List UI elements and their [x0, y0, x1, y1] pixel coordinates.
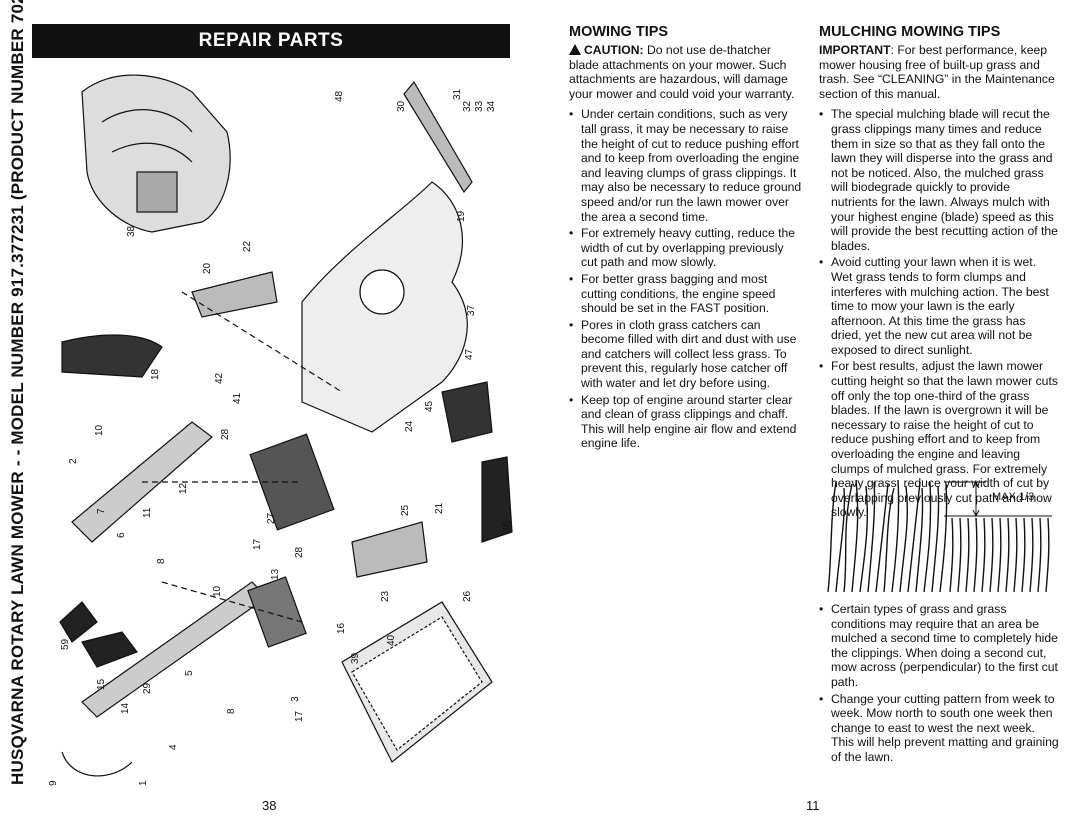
svg-text:39: 39: [350, 652, 361, 664]
mowing-tips-section: MOWING TIPS CAUTION: Do not use de-thatc…: [569, 24, 803, 453]
svg-text:4: 4: [168, 744, 179, 750]
list-item: Keep top of engine around starter clear …: [569, 393, 803, 451]
part-number-labels: 48 30 31 32 33 34 38 19 20 22 37 47 18 4…: [48, 88, 513, 786]
svg-text:20: 20: [202, 262, 213, 274]
model-title: HUSQVARNA ROTARY LAWN MOWER - - MODEL NU…: [8, 0, 27, 785]
svg-text:3: 3: [290, 696, 301, 702]
list-item: Pores in cloth grass catchers can become…: [569, 318, 803, 391]
svg-text:34: 34: [486, 100, 497, 112]
warning-icon: [569, 44, 581, 55]
svg-text:18: 18: [150, 368, 161, 380]
svg-text:16: 16: [336, 622, 347, 634]
list-item: For best results, adjust the lawn mower …: [819, 359, 1059, 520]
mulching-tips-continued: Certain types of grass and grass conditi…: [819, 602, 1059, 767]
svg-text:28: 28: [220, 428, 231, 440]
svg-text:13: 13: [270, 568, 281, 580]
svg-text:38: 38: [126, 225, 137, 237]
svg-text:42: 42: [214, 372, 225, 384]
svg-text:27: 27: [266, 512, 277, 524]
mowing-tips-heading: MOWING TIPS: [569, 24, 669, 40]
svg-text:22: 22: [242, 240, 253, 252]
list-item: For extremely heavy cutting, reduce the …: [569, 226, 803, 270]
svg-text:29: 29: [142, 682, 153, 694]
svg-text:15: 15: [96, 678, 107, 690]
list-item: Change your cutting pattern from week to…: [819, 692, 1059, 765]
svg-text:11: 11: [142, 507, 153, 518]
exploded-parts-diagram: 48 30 31 32 33 34 38 19 20 22 37 47 18 4…: [48, 74, 513, 786]
svg-text:2: 2: [68, 458, 79, 464]
list-item: The special mulching blade will recut th…: [819, 107, 1059, 253]
svg-text:17: 17: [294, 710, 305, 722]
svg-text:19: 19: [456, 210, 467, 222]
svg-text:45: 45: [424, 400, 435, 412]
svg-text:10: 10: [94, 424, 105, 436]
svg-text:59: 59: [60, 638, 71, 650]
mulching-tips-section: MULCHING MOWING TIPS IMPORTANT: For best…: [819, 24, 1059, 522]
svg-text:48: 48: [334, 90, 345, 102]
important-paragraph: IMPORTANT: For best performance, keep mo…: [819, 43, 1055, 101]
svg-text:14: 14: [120, 702, 131, 714]
svg-text:26: 26: [462, 590, 473, 602]
svg-text:32: 32: [462, 100, 473, 112]
svg-text:25: 25: [400, 504, 411, 516]
list-item: Under certain conditions, such as very t…: [569, 107, 803, 224]
svg-text:8: 8: [226, 708, 237, 714]
engine-illustration: [81, 74, 231, 233]
svg-text:1: 1: [138, 780, 149, 786]
mulching-tips-heading: MULCHING MOWING TIPS: [819, 24, 1001, 40]
caution-paragraph: CAUTION: Do not use de-thatcher blade at…: [569, 43, 795, 101]
left-page-number: 38: [262, 798, 277, 813]
list-item: Avoid cutting your lawn when it is wet. …: [819, 255, 1059, 357]
repair-parts-banner: REPAIR PARTS: [32, 24, 510, 58]
svg-text:21: 21: [434, 502, 445, 514]
svg-text:10: 10: [212, 585, 223, 597]
svg-text:31: 31: [452, 88, 463, 100]
svg-text:28: 28: [294, 546, 305, 558]
svg-text:40: 40: [386, 634, 397, 646]
svg-text:46: 46: [502, 520, 513, 532]
svg-text:8: 8: [156, 558, 167, 564]
svg-text:7: 7: [96, 508, 107, 514]
svg-text:12: 12: [178, 482, 189, 494]
list-item: For better grass bagging and most cuttin…: [569, 272, 803, 316]
svg-text:41: 41: [232, 392, 243, 404]
svg-text:33: 33: [474, 100, 485, 112]
svg-text:17: 17: [252, 538, 263, 550]
mulching-tips-list: The special mulching blade will recut th…: [819, 107, 1059, 520]
list-item: Certain types of grass and grass conditi…: [819, 602, 1059, 690]
max-one-third-label: MAX 1/3: [992, 491, 1034, 503]
svg-text:6: 6: [116, 532, 127, 538]
blade-illustration: [403, 80, 473, 194]
grass-height-illustration: MAX 1/3: [827, 479, 1052, 592]
right-page-number: 11: [806, 798, 820, 813]
mulching-tips-list-2: Certain types of grass and grass conditi…: [819, 602, 1059, 765]
svg-text:23: 23: [380, 590, 391, 602]
svg-text:47: 47: [464, 348, 475, 360]
svg-text:24: 24: [404, 420, 415, 432]
svg-text:30: 30: [396, 100, 407, 112]
svg-text:9: 9: [48, 780, 59, 786]
mowing-tips-list: Under certain conditions, such as very t…: [569, 107, 803, 451]
svg-text:5: 5: [184, 670, 195, 676]
svg-text:37: 37: [466, 304, 477, 316]
